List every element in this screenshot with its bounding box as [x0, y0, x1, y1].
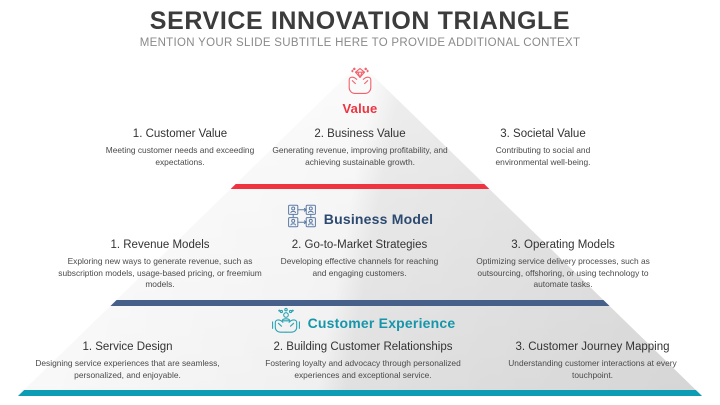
tier-business-model-column-2: 2. Go-to-Market Strategies Developing ef… [252, 238, 467, 279]
column-title: 1. Customer Value [132, 128, 228, 140]
page-subtitle: MENTION YOUR SLIDE SUBTITLE HERE TO PROV… [139, 37, 581, 49]
column-description: Contributing to social and environmental… [495, 145, 591, 167]
column-description: Exploring new ways to generate revenue, … [58, 256, 262, 289]
column-title: 2. Business Value [314, 128, 406, 140]
tier-label-business-model: Business Model [323, 210, 434, 227]
column-title: 1. Service Design [82, 341, 173, 353]
tier-business-model-column-1: 1. Revenue Models Exploring new ways to … [45, 238, 275, 291]
tier-header-customer-experience: Customer Experience [243, 307, 483, 338]
tier-header-business-model: Business Model [255, 203, 465, 234]
column-description: Generating revenue, improving profitabil… [272, 145, 448, 167]
person-in-hands-icon [271, 307, 301, 338]
column-title: 2. Go-to-Market Strategies [291, 239, 428, 251]
tier-value-column-3: 3. Societal Value Contributing to social… [443, 127, 643, 168]
tier-label-value: Value [342, 101, 378, 116]
network-nodes-icon [287, 203, 317, 234]
tier-label-customer-experience: Customer Experience [307, 314, 456, 331]
column-title: 1. Revenue Models [110, 239, 210, 251]
tier-value-column-2: 2. Business Value Generating revenue, im… [260, 127, 460, 168]
tier-value-column-1: 1. Customer Value Meeting customer needs… [80, 127, 280, 168]
service-innovation-triangle: Value 1. Customer Value Meeting customer… [0, 55, 720, 405]
tier-customer-experience-column-1: 1. Service Design Designing service expe… [20, 340, 235, 381]
tier-header-value: Value [310, 67, 410, 116]
column-description: Meeting customer needs and exceeding exp… [105, 145, 255, 167]
column-description: Designing service experiences that are s… [35, 358, 220, 380]
column-description: Developing effective channels for reachi… [280, 256, 439, 278]
column-description: Optimizing service delivery processes, s… [476, 256, 650, 289]
tier-customer-experience-column-3: 3. Customer Journey Mapping Understandin… [485, 340, 700, 381]
column-title: 3. Customer Journey Mapping [515, 341, 670, 353]
column-description: Fostering loyalty and advocacy through p… [265, 358, 461, 380]
page-title: SERVICE INNOVATION TRIANGLE [149, 7, 571, 35]
tier-business-model-column-3: 3. Operating Models Optimizing service d… [448, 238, 678, 291]
column-title: 3. Operating Models [511, 239, 615, 251]
tier-customer-experience-column-2: 2. Building Customer Relationships Foste… [243, 340, 483, 381]
column-description: Understanding customer interactions at e… [508, 358, 677, 380]
column-title: 2. Building Customer Relationships [273, 341, 453, 353]
diamond-in-hands-icon [345, 67, 375, 100]
column-title: 3. Societal Value [500, 128, 586, 140]
